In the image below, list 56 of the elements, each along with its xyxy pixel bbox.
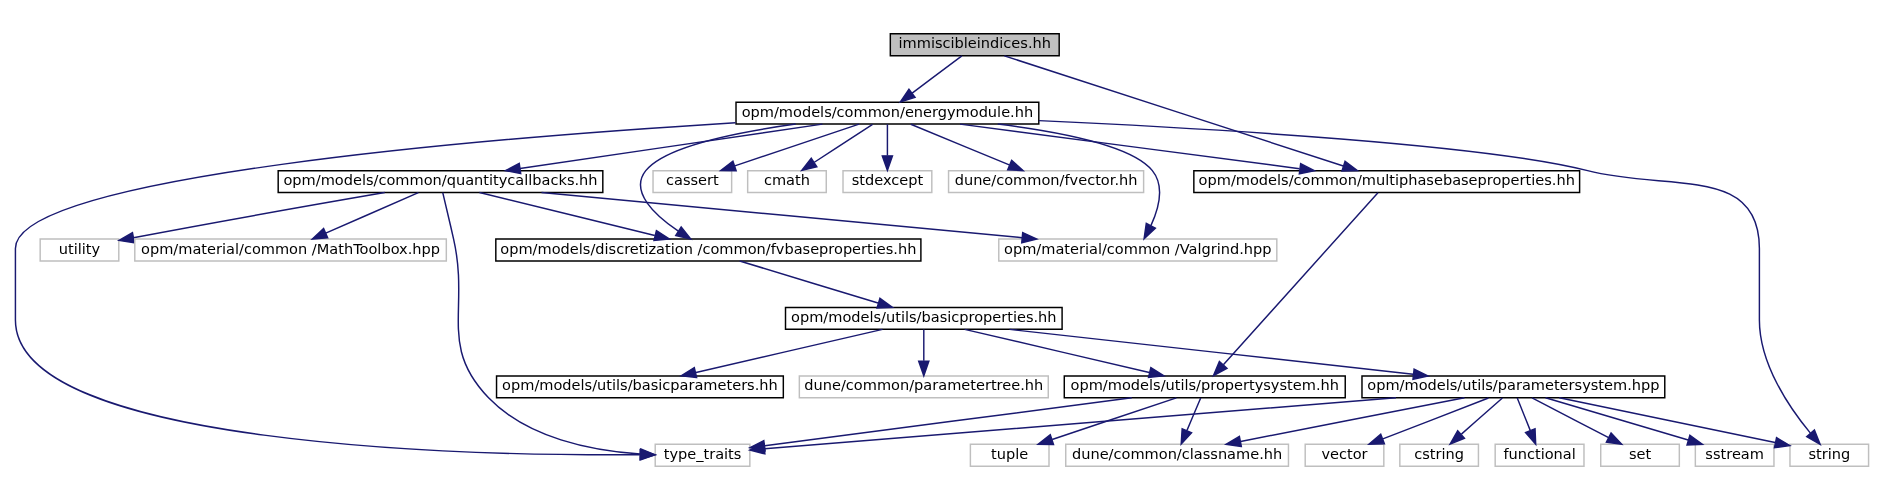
arrow — [1558, 397, 1792, 449]
node-box: opm/models/common/quantitycallbacks.hh — [277, 169, 604, 194]
arrow — [1003, 55, 1360, 172]
node-box: string — [1789, 443, 1870, 467]
node-box: opm/models/common/multiphasebaseproperties.hh — [1193, 169, 1581, 194]
node-box: dune/common/fvector.hh — [947, 169, 1145, 194]
arrow — [738, 260, 895, 309]
arrow — [898, 55, 963, 104]
arrow — [800, 123, 874, 172]
node-box: opm/material/common /Valgrind.hpp — [998, 238, 1278, 262]
node-box: cstring — [1399, 443, 1480, 467]
arrow — [1531, 397, 1624, 446]
arrow — [116, 191, 386, 244]
arrow — [963, 328, 1166, 379]
node-box: opm/models/common/energymodule.hh — [735, 101, 1040, 125]
arrow — [540, 191, 1039, 244]
arrow — [1036, 397, 1178, 446]
node-box: type_traits — [654, 443, 751, 467]
arrow — [503, 123, 824, 175]
node-box: opm/material/common /MathToolbox.hpp — [134, 238, 448, 262]
arrow — [1448, 397, 1504, 446]
node-box: vector — [1304, 443, 1385, 467]
arrow — [1516, 397, 1537, 447]
node-box: stdexcept — [842, 169, 933, 194]
arrow — [1211, 192, 1379, 378]
node-box: dune/common/classname.hh — [1065, 443, 1290, 467]
arrow — [997, 123, 1161, 241]
node-box: dune/common/parametertree.hh — [798, 375, 1049, 399]
arrow — [639, 123, 797, 241]
node-box: opm/models/utils/basicproperties.hh — [784, 306, 1063, 331]
node-box: sstream — [1694, 443, 1775, 467]
arrow — [1008, 328, 1431, 381]
arrow — [1038, 119, 1822, 446]
arrow — [718, 123, 860, 172]
node-box: functional — [1494, 443, 1585, 467]
node-box: tuple — [969, 443, 1050, 467]
node-box: opm/models/utils/basicparameters.hh — [495, 375, 785, 399]
arrow — [478, 191, 672, 242]
arrow — [917, 328, 930, 378]
arrow — [1223, 397, 1466, 448]
node-box: cmath — [746, 169, 827, 194]
node-box: set — [1600, 443, 1681, 467]
arrow — [1366, 397, 1490, 446]
node-box: opm/models/utils/parametersystem.hpp — [1361, 375, 1666, 399]
node-box: utility — [39, 238, 120, 262]
node-box: immiscibleindices.hh — [889, 33, 1060, 57]
arrow — [959, 123, 1317, 175]
node-box: opm/models/discretization /common/fvbaseproperties.hh — [495, 238, 922, 262]
node-box: opm/models/utils/propertysystem.hh — [1063, 375, 1346, 399]
arrow — [679, 328, 884, 379]
arrow — [310, 191, 420, 240]
arrow — [910, 123, 1026, 172]
arrow — [1180, 397, 1202, 447]
node-box: cassert — [652, 169, 733, 194]
arrow — [881, 123, 894, 173]
arrow — [1544, 397, 1705, 446]
